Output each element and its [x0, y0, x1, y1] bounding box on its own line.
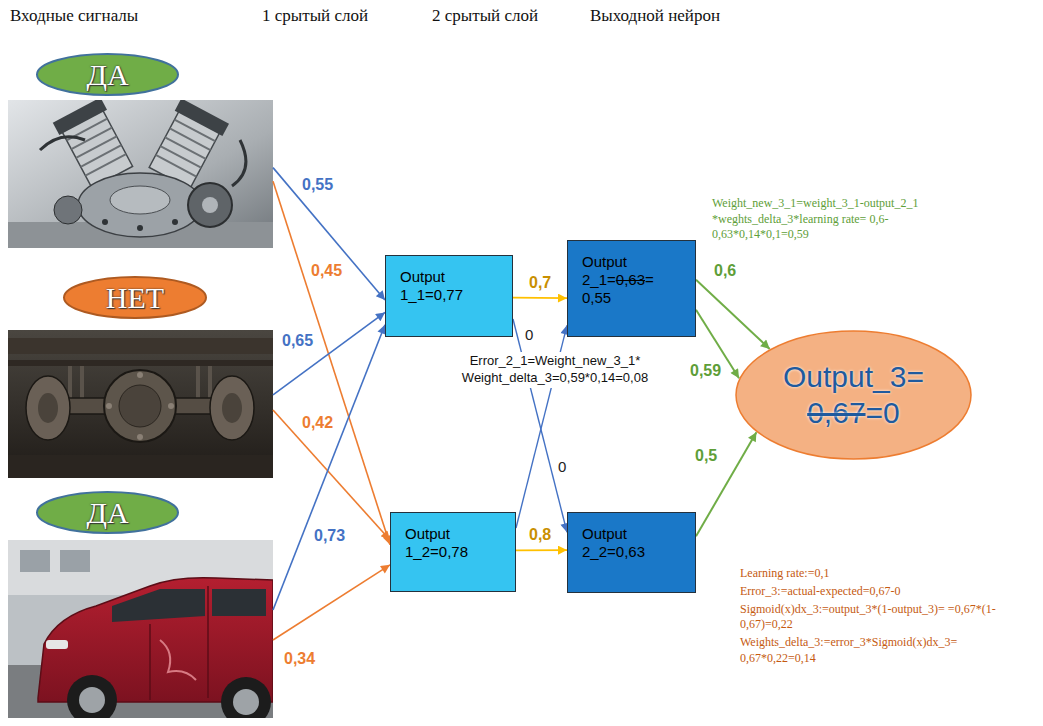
neuron-output: Output 2_1=0,63= 0,55 [582, 253, 681, 307]
weight-arrow [273, 565, 390, 640]
text-part: =0 [866, 396, 900, 429]
text-part: Output 1_2=0,78 [405, 525, 468, 560]
text-part: ДА [86, 496, 128, 529]
layer-heading: 1 срытый слой [262, 5, 368, 27]
weight-value: 0,7 [527, 274, 553, 292]
hidden-neuron: Output 2_2=0,63 [567, 512, 696, 593]
layer-heading: Входные сигналы [10, 5, 138, 27]
answer-badge: ДА [35, 490, 180, 535]
car-photo [8, 540, 273, 718]
neuron-ellipse [735, 330, 972, 460]
neuron-output: Output 2_2=0,63 [582, 525, 681, 561]
axle-photo [8, 330, 273, 478]
weight-arrow [696, 280, 770, 349]
weight-value: 0,55 [300, 176, 335, 194]
text-part: ДА [86, 58, 128, 91]
hidden-neuron: Output 1_1=0,77 [385, 255, 513, 337]
neuron-output: Output_3= 0,67=0 [769, 359, 939, 431]
formula-note: Weight_new_3_1=weight_3_1-output_2_1 *we… [712, 196, 974, 243]
formula-note: Sigmoid(x)dx_3:=output_3*(1-output_3)= =… [740, 602, 1018, 633]
weight-value: 0 [556, 458, 568, 475]
text-part: Output 1_1=0,77 [400, 268, 463, 303]
weight-arrow [273, 410, 390, 540]
answer-badge: ДА [35, 52, 180, 97]
layer-heading: Выходной нейрон [590, 5, 720, 27]
struck-value: 0,63 [616, 271, 645, 288]
text-part: Output 2_2=0,63 [582, 525, 645, 560]
weight-value: 0,42 [300, 414, 335, 432]
weight-value: 0 [523, 326, 535, 343]
answer-text: ДА [86, 60, 128, 90]
input-signal: ДА [8, 490, 273, 718]
neuron-output: Output 1_1=0,77 [400, 268, 498, 304]
weight-arrow [513, 297, 567, 299]
weight-value: 0,73 [312, 527, 347, 545]
formula-note: Weights_delta_3:=error_3*Sigmoid(x)dx_3=… [740, 635, 1018, 666]
error-note: Error_2_1=Weight_new_3_1* Weight_delta_3… [437, 352, 673, 388]
weight-arrow [273, 181, 390, 544]
weight-value: 0,59 [688, 362, 723, 380]
input-signal: НЕТ [8, 275, 273, 478]
layer-heading: 2 срытый слой [432, 5, 538, 27]
weight-arrow [513, 319, 567, 532]
answer-text: НЕТ [106, 283, 164, 313]
answer-text: ДА [86, 498, 128, 528]
formula-note: Error_3:=actual-expected=0,67-0 [740, 584, 1018, 600]
ellipse-content: Output_3= 0,67=0 [735, 330, 972, 460]
weight-value: 0,34 [282, 650, 317, 668]
weight-value: 0,8 [527, 526, 553, 544]
engine-photo [8, 100, 273, 248]
weight-value: 0,45 [309, 262, 344, 280]
weight-value: 0,5 [693, 447, 719, 465]
weight-arrow [273, 325, 385, 610]
text-part: Output_3= [783, 360, 924, 393]
neuron-output: Output 1_2=0,78 [405, 525, 501, 561]
weight-arrow [516, 549, 567, 551]
weight-arrow [273, 312, 385, 394]
hidden-neuron: Output 1_2=0,78 [390, 512, 516, 592]
text-part: НЕТ [106, 281, 164, 314]
formula-note: Learning rate:=0,1 [740, 566, 1018, 582]
struck-value: 0,67 [807, 396, 865, 429]
weight-value: 0,65 [280, 332, 315, 350]
hidden-neuron: Output 2_1=0,63= 0,55 [567, 240, 696, 337]
output-neuron: Output_3= 0,67=0 [735, 330, 972, 460]
weight-value: 0,6 [712, 262, 738, 280]
answer-badge: НЕТ [62, 275, 208, 320]
input-signal: ДА [8, 52, 273, 248]
